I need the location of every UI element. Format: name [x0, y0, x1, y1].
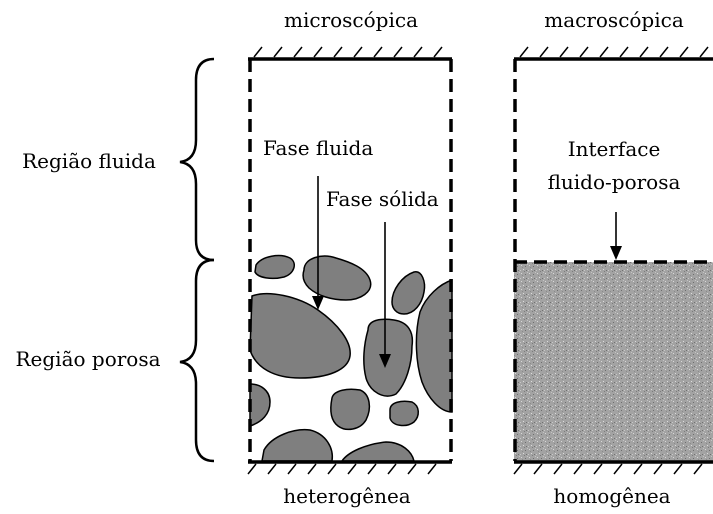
bottom-wall-left	[248, 462, 452, 474]
grain	[250, 294, 350, 378]
grain	[331, 389, 369, 429]
porous-region-brace	[180, 260, 214, 461]
interface-label-line2: fluido-porosa	[548, 170, 681, 194]
grain	[342, 442, 414, 461]
left-panel-title: microscópica	[284, 8, 418, 32]
grain	[262, 430, 332, 461]
right-panel-title: macroscópica	[544, 8, 684, 32]
homogeneous-porous-region	[514, 262, 713, 461]
fluid-phase-label: Fase fluida	[263, 136, 373, 160]
solid-grains	[250, 256, 452, 461]
interface-label-line1: Interface	[568, 137, 661, 161]
top-wall-right	[514, 47, 713, 59]
grain	[303, 256, 371, 300]
right-panel-caption: homogênea	[553, 484, 670, 508]
fluid-region-label: Região fluida	[22, 149, 156, 173]
solid-phase-label: Fase sólida	[326, 187, 439, 211]
grain	[250, 384, 270, 426]
top-wall-left	[248, 47, 452, 59]
grain	[255, 256, 294, 279]
left-panel-caption: heterogênea	[283, 484, 411, 508]
porous-region-label: Região porosa	[15, 347, 160, 371]
fluid-region-brace	[180, 59, 214, 260]
grain	[392, 272, 425, 314]
grain	[390, 401, 418, 425]
interface-arrowhead	[610, 246, 622, 260]
bottom-wall-right	[514, 462, 713, 474]
